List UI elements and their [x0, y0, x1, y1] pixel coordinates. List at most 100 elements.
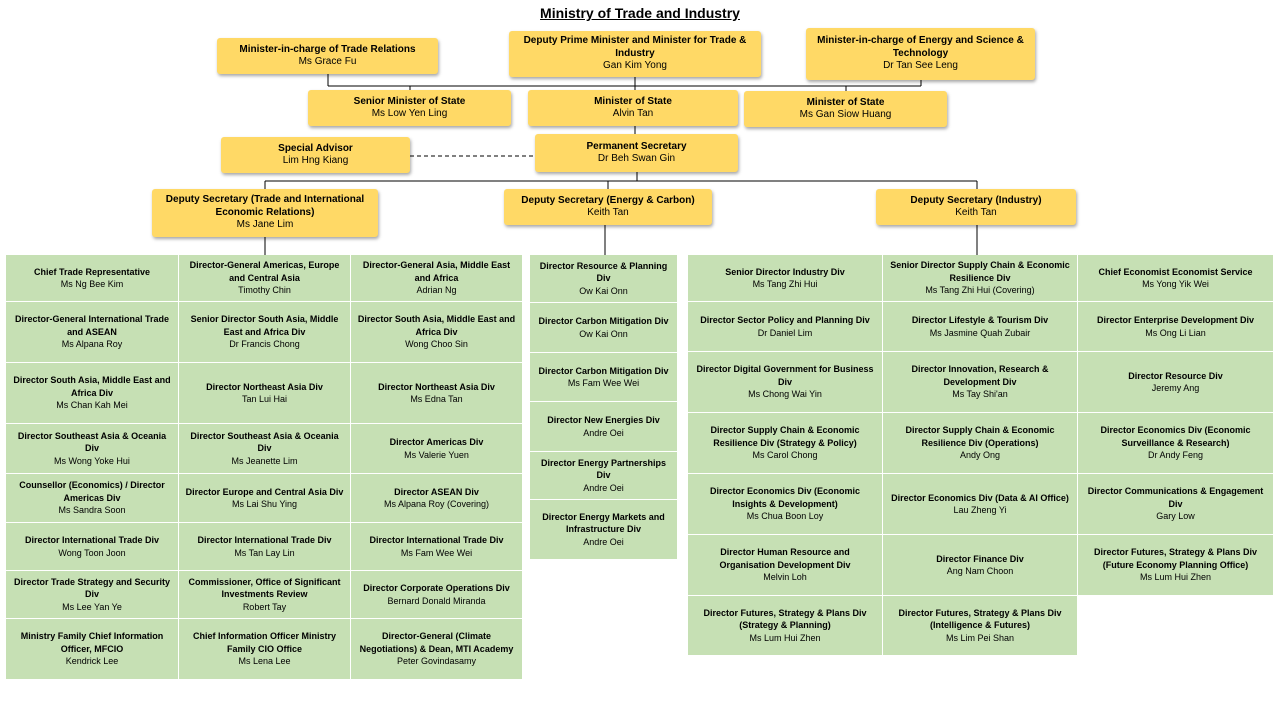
division-head-name: Melvin Loh: [763, 572, 807, 583]
division-head-name: Ms Edna Tan: [410, 394, 463, 404]
division-role: Director-General Asia, Middle East and A…: [362, 260, 511, 283]
division-role: Director Lifestyle & Tourism Div: [911, 315, 1049, 325]
division-head-name: Ms Lum Hui Zhen: [749, 632, 821, 643]
division-role: Director New Energies Div: [547, 415, 660, 425]
deputy-secretary-trade-box: Deputy Secretary (Trade and Internationa…: [152, 189, 378, 237]
division-head-name: Ms Jeanette Lim: [231, 455, 298, 466]
role-label: Deputy Secretary (Energy & Carbon): [521, 194, 695, 206]
role-label: Deputy Secretary (Trade and Internationa…: [165, 194, 365, 218]
division-head-name: Ms Tang Zhi Hui: [752, 279, 818, 289]
person-name: Gan Kim Yong: [603, 60, 667, 72]
division-head-name: Ms Yong Yik Wei: [1142, 279, 1209, 289]
minister-trade-relations-box: Minister-in-charge of Trade Relations Ms…: [217, 38, 438, 74]
person-name: Dr Beh Swan Gin: [597, 153, 676, 164]
division-role: Director Southeast Asia & Oceania Div: [17, 430, 167, 454]
role-label: Permanent Secretary: [586, 140, 687, 152]
person-name: Lim Hng Kiang: [282, 155, 349, 166]
division-head-name: Tan Lui Hai: [241, 394, 288, 404]
division-box: Director Economics Div (Economic Insight…: [688, 474, 882, 534]
division-head-name: Ang Nam Choon: [946, 566, 1014, 576]
division-box: Chief Information Officer Ministry Famil…: [179, 619, 350, 679]
division-role: Director-General (Climate Negotiations) …: [359, 631, 514, 654]
division-head-name: Ms Sandra Soon: [58, 505, 126, 516]
division-role: Director Economics Div (Economic Insight…: [709, 486, 861, 509]
division-head-name: Ms Alpana Roy (Covering): [383, 499, 490, 509]
division-role: Director Trade Strategy and Security Div: [13, 576, 171, 600]
division-role: Director Finance Div: [936, 553, 1024, 564]
division-role: Director Sector Policy and Planning Div: [700, 315, 870, 325]
division-head-name: Ms Lena Lee: [238, 656, 291, 667]
division-role: Director Communications & Engagement Div: [1087, 486, 1264, 509]
division-role: Director Carbon Mitigation Div: [538, 365, 669, 376]
person-name: Ms Grace Fu: [298, 56, 357, 67]
division-role: Director Northeast Asia Div: [378, 381, 495, 392]
division-head-name: Ow Kai Onn: [579, 285, 628, 296]
division-head-name: Peter Govindasamy: [396, 656, 477, 667]
division-head-name: Lau Zheng Yi: [953, 505, 1007, 515]
division-role: Director ASEAN Div: [394, 486, 479, 497]
role-label: Deputy Secretary (Industry): [910, 194, 1042, 206]
division-head-name: Gary Low: [1156, 511, 1195, 522]
division-role: Director Energy Partnerships Div: [540, 457, 667, 481]
role-label: Minister of State: [806, 96, 885, 108]
division-box: Director Futures, Strategy & Plans Div (…: [883, 596, 1077, 655]
division-role: Director Innovation, Research & Developm…: [911, 364, 1049, 387]
division-head-name: Ms Jasmine Quah Zubair: [929, 327, 1031, 338]
division-role: Senior Director Supply Chain & Economic …: [890, 260, 1070, 283]
division-box: Director Lifestyle & Tourism Div Ms Jasmi…: [883, 302, 1077, 351]
division-role: Director Economics Div (Data & AI Office…: [891, 492, 1069, 503]
division-role: Director Economics Div (Economic Surveil…: [1100, 425, 1251, 448]
person-name: Ms Gan Siow Huang: [799, 109, 892, 120]
division-role: Ministry Family Chief Information Office…: [20, 631, 164, 654]
deputy-prime-minister-box: Deputy Prime Minister and Minister for T…: [509, 31, 761, 77]
role-label: Special Advisor: [278, 142, 353, 154]
division-role: Director Futures, Strategy & Plans Div (…: [1093, 547, 1258, 570]
division-box: Ministry Family Chief Information Office…: [6, 619, 178, 679]
division-role: Director Resource & Planning Div: [539, 260, 668, 284]
division-box: Director South Asia, Middle East and Afr…: [6, 363, 178, 423]
division-head-name: Ms Carol Chong: [752, 450, 818, 461]
division-box: Director Futures, Strategy & Plans Div (…: [688, 596, 882, 655]
division-head-name: Ow Kai Onn: [579, 328, 628, 339]
division-role: Director South Asia, Middle East and Afr…: [357, 314, 516, 337]
minister-of-state-box-1: Minister of State Alvin Tan: [528, 90, 738, 126]
division-head-name: Ms Lum Hui Zhen: [1139, 572, 1212, 583]
person-name: Ms Jane Lim: [236, 219, 294, 231]
division-role: Chief Economist Economist Service: [1098, 266, 1253, 277]
division-box: Director Northeast Asia Div Ms Edna Tan: [351, 363, 522, 423]
division-box: Counsellor (Economics) / Director Americ…: [6, 474, 178, 522]
division-role: Director-General International Trade and…: [14, 314, 170, 337]
division-box: Director Economics Div (Data & AI Office…: [883, 474, 1077, 534]
division-head-name: Timothy Chin: [238, 285, 291, 296]
division-role: Director Digital Government for Business…: [696, 364, 874, 387]
division-box: Director-General International Trade and…: [6, 302, 178, 362]
division-box: Director ASEAN Div Ms Alpana Roy (Coverin…: [351, 474, 522, 522]
division-role: Director South Asia, Middle East and Afr…: [13, 375, 171, 398]
role-label: Minister-in-charge of Trade Relations: [239, 43, 416, 55]
division-box: Director-General Americas, Europe and Ce…: [179, 255, 350, 301]
division-box: Senior Director South Asia, Middle East …: [179, 302, 350, 362]
role-label: Minister of State: [594, 95, 672, 107]
division-box: Director-General Asia, Middle East and A…: [351, 255, 522, 301]
division-head-name: Ms Tan Lay Lin: [234, 547, 295, 558]
division-box: Director-General (Climate Negotiations) …: [351, 619, 522, 679]
deputy-secretary-industry-box: Deputy Secretary (Industry) Keith Tan: [876, 189, 1076, 225]
division-box: Commissioner, Office of Significant Inve…: [179, 571, 350, 618]
division-role: Director Energy Markets and Infrastructu…: [542, 511, 665, 535]
division-role: Director Human Resource and Organisation…: [719, 547, 851, 570]
division-head-name: Dr Andy Feng: [1147, 450, 1204, 461]
division-head-name: Andre Oei: [583, 482, 624, 493]
role-label: Senior Minister of State: [353, 95, 466, 107]
division-head-name: Ms Chua Boon Loy: [746, 511, 824, 522]
